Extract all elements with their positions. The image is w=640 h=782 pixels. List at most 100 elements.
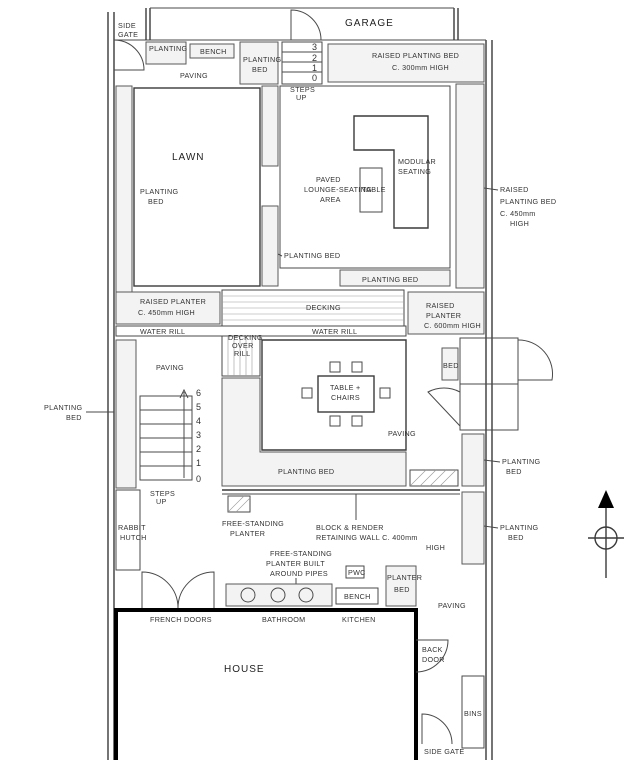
planting-bed-u-label: PLANTING BED (278, 467, 334, 476)
step-low-0: 0 (196, 474, 201, 484)
bins-label: BINS (464, 709, 482, 718)
water-rill (115, 325, 407, 337)
block-wall-label-3: HIGH (426, 543, 445, 552)
raised-planter-r-label-2: PLANTER (426, 311, 461, 320)
raised-bed-top-label-1: RAISED PLANTING BED (372, 51, 459, 60)
decking-over-rill: DECKING OVER RILL (221, 333, 263, 377)
planting-bed-left-label-1: PLANTING (140, 187, 178, 196)
step-low-2: 2 (196, 444, 201, 454)
free-standing-planter (227, 495, 251, 513)
modular-seating-label-2: SEATING (398, 167, 431, 176)
lawn (133, 87, 261, 287)
north-arrow-icon (588, 490, 624, 578)
step-top-3: 3 (312, 42, 317, 52)
raised-bed-right-label-1: RAISED (500, 185, 529, 194)
bins (461, 675, 485, 749)
raised-bed-right-label-2: PLANTING BED (500, 197, 556, 206)
table-label: TABLE (362, 185, 386, 194)
raised-bed-right-label-4: HIGH (510, 219, 529, 228)
raised-planter-left (115, 291, 221, 325)
back-door-label-2: DOOR (422, 655, 445, 664)
decking-top-label: DECKING (306, 303, 341, 312)
pwc-label: PWC (348, 568, 366, 577)
planter-low-label-2: BED (394, 585, 410, 594)
planting-bed-lower-mid (339, 269, 451, 287)
chair-1 (329, 361, 341, 373)
table-chairs-label-2: CHAIRS (331, 393, 360, 402)
kitchen-label: KITCHEN (342, 615, 376, 624)
decking-over-label-1: DECKING (228, 333, 263, 342)
side-gate-bottom: SIDE GATE (421, 713, 464, 756)
planting-bed-mid-vertical-top (261, 85, 279, 167)
planter-around-pipes (225, 583, 333, 607)
planting-bed-right-2 (461, 491, 485, 565)
planter-low-label-1: PLANTER (387, 573, 422, 582)
retaining-wall-planter (409, 469, 459, 487)
bench-low (335, 587, 379, 605)
side-gate-top-label-1: SIDE (118, 21, 136, 30)
garage: GARAGE (145, 7, 459, 41)
planting-bed-right-1-label-2: BED (506, 467, 522, 476)
steps-up-top-label-1: STEPS (290, 85, 315, 94)
raised-bed-top-label-2: C. 300mm HIGH (392, 63, 449, 72)
french-doors (141, 571, 215, 609)
paved-area-label-3: AREA (320, 195, 341, 204)
decking-over-label-3: RILL (234, 349, 250, 358)
paved-area-label-2: LOUNGE-SEATING (304, 185, 372, 194)
steps-up-low-label-2: UP (156, 497, 167, 506)
planting-bed-left-strip (115, 85, 133, 293)
raised-planter-label-1: RAISED PLANTER (140, 297, 206, 306)
steps-up-top-label-2: UP (296, 93, 307, 102)
modular-seating: MODULAR SEATING TABLE (353, 115, 436, 229)
raised-planter-r-label-1: RAISED (426, 301, 455, 310)
raised-planting-bed-top (327, 43, 485, 83)
french-doors-label: FRENCH DOORS (150, 615, 212, 624)
dining-area-outline (261, 339, 407, 451)
block-wall-label-1: BLOCK & RENDER (316, 523, 384, 532)
step-low-3: 3 (196, 430, 201, 440)
planting-bed-lower-mid-label: PLANTING BED (362, 275, 418, 284)
step-top-2: 2 (312, 53, 317, 63)
planting-bed-left-label-2: BED (148, 197, 164, 206)
water-rill-label-1: WATER RILL (140, 327, 185, 336)
raised-planting-bed-right (455, 83, 485, 289)
dining-table (317, 375, 375, 413)
free-standing-pipes-label-3: AROUND PIPES (270, 569, 328, 578)
bench-low-label: BENCH (344, 592, 371, 601)
chair-2 (351, 361, 363, 373)
planting-bed-right-2-label-1: PLANTING (500, 523, 538, 532)
bench-top (189, 43, 235, 59)
planting-bed-far-left-label-2: BED (66, 413, 82, 422)
bed-small (441, 347, 459, 381)
planter-low (385, 565, 417, 607)
steps-top: 3 2 1 0 STEPS UP (281, 41, 323, 102)
house-label: HOUSE (224, 664, 265, 675)
paving-low-label: PAVING (438, 601, 466, 610)
planting-bed-l-shape (221, 377, 407, 487)
decking-top: DECKING (221, 289, 405, 327)
raised-bed-right-label-3: C. 450mm (500, 209, 536, 218)
chair-4 (351, 415, 363, 427)
step-top-1: 1 (312, 63, 317, 73)
modular-seating-label-1: MODULAR (398, 157, 436, 166)
rabbit-hutch (115, 489, 141, 571)
chair-5 (301, 387, 313, 399)
paved-lounge-area: PAVED LOUNGE-SEATING AREA (279, 85, 451, 269)
free-standing-planter-label-2: PLANTER (230, 529, 265, 538)
step-low-6: 6 (196, 388, 201, 398)
free-standing-pipes-label-1: FREE-STANDING (270, 549, 332, 558)
step-low-5: 5 (196, 402, 201, 412)
bed-small-label: BED (443, 361, 459, 370)
rabbit-hutch-label-2: HUTCH (120, 533, 147, 542)
planting-bed-mid-vertical-bottom (261, 205, 279, 287)
lawn-label: LAWN (172, 152, 205, 163)
planting-bed-right-1-label-1: PLANTING (502, 457, 540, 466)
planting-bed-top (239, 41, 279, 85)
back-door: BACK DOOR (415, 639, 449, 673)
step-top-0: 0 (312, 73, 317, 83)
rabbit-hutch-label-1: RABBIT (118, 523, 146, 532)
raised-planter-right (407, 291, 485, 335)
house: FRENCH DOORS BATHROOM KITCHEN HOUSE (114, 608, 418, 760)
paving-mid-label: PAVING (156, 363, 184, 372)
